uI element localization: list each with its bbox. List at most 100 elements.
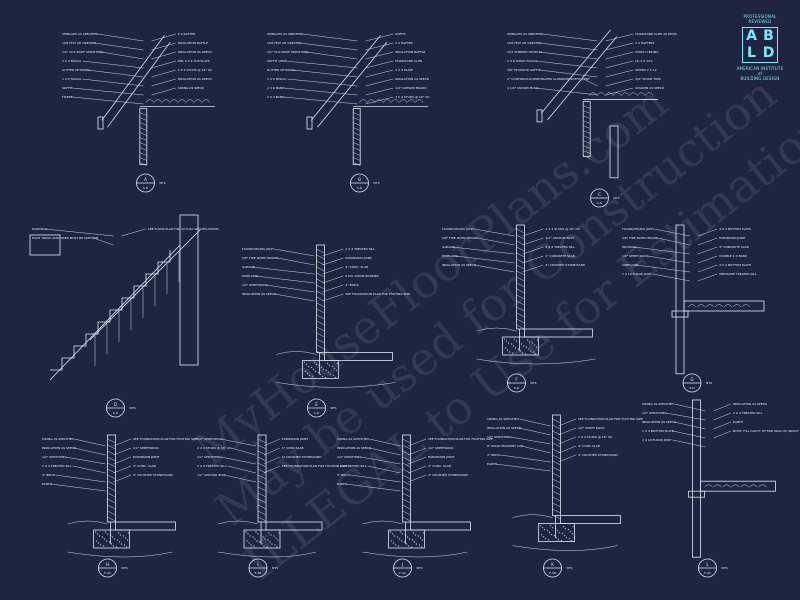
concrete-aggregate <box>97 542 100 544</box>
wall-hatch <box>257 474 267 480</box>
detail-label: 1 X 8 WOOD FASCIA <box>507 59 538 63</box>
insulation-bump <box>687 304 697 308</box>
leader-line <box>322 266 344 275</box>
leader-line <box>322 275 344 284</box>
detail-label: 3/4" WOOD TRIM <box>635 77 661 81</box>
leader-line <box>697 246 718 255</box>
wall-hatch <box>316 350 325 356</box>
concrete-aggregate <box>261 543 263 545</box>
leader-line <box>522 255 544 264</box>
detail-scale: NTS <box>417 566 423 570</box>
concrete-aggregate <box>403 541 406 543</box>
leader-line <box>455 255 515 264</box>
leader-line <box>605 69 634 78</box>
detail-label: INSULATION BAFFLE <box>395 50 425 54</box>
detail-tag-sheet: F-3A <box>399 571 407 575</box>
leader-line <box>672 430 706 439</box>
column <box>609 125 619 179</box>
insulation-bump <box>713 484 722 488</box>
insulation-bump <box>636 92 646 96</box>
concrete-aggregate <box>406 536 409 538</box>
footing <box>502 336 539 356</box>
detail-scale: NTS <box>531 381 537 385</box>
wall-hatch <box>516 234 525 240</box>
concrete-aggregate <box>563 534 566 537</box>
concrete-aggregate <box>262 536 264 538</box>
earth-line <box>362 520 468 558</box>
wall-hatch <box>139 127 147 131</box>
wall-hatch <box>316 284 325 290</box>
detail-label: EXPANSION JOINT <box>719 236 746 240</box>
detail-label: EARTH <box>733 420 743 424</box>
concrete-aggregate <box>564 527 567 530</box>
concrete-aggregate <box>390 540 393 542</box>
concrete-aggregate <box>389 531 392 533</box>
leader-line <box>605 33 634 42</box>
detail-label: INSULATION AS SPECD <box>178 50 213 54</box>
detail-tag-number: K <box>551 562 554 567</box>
leader-line <box>558 436 577 445</box>
detail-label: 1/2" SHEATHING <box>197 455 222 459</box>
concrete-aggregate <box>513 338 516 340</box>
rafter-line <box>107 41 171 128</box>
concrete-aggregate <box>532 351 535 353</box>
detail-label: 4" BRICK <box>487 453 501 457</box>
detail-label: 5/8" FIRE RATED BOARD <box>242 256 279 260</box>
detail-label: 4" BRICK <box>337 473 351 477</box>
detail-tag-sheet: S-D <box>314 411 320 415</box>
concrete-aggregate <box>504 347 507 349</box>
leader-line <box>583 78 598 87</box>
leader-line <box>647 255 691 264</box>
wall-hatch <box>353 112 361 116</box>
concrete-aggregate <box>120 543 123 545</box>
insulation-bump <box>201 99 211 103</box>
wall-hatch <box>552 430 561 436</box>
detail-label: 1/2" SHEATHING <box>487 435 512 439</box>
leader-line <box>151 51 176 60</box>
detail-label: INSULATION AS SPECD <box>242 292 277 296</box>
concrete-aggregate <box>274 544 276 546</box>
leader-line <box>322 293 344 302</box>
leader-line <box>365 78 394 87</box>
wall-hatch <box>139 162 147 166</box>
leader-line <box>605 87 634 96</box>
concrete-aggregate <box>397 545 400 547</box>
concrete-aggregate <box>101 536 104 538</box>
concrete-aggregate <box>273 535 275 537</box>
concrete-aggregate <box>314 370 317 373</box>
detail-label: 4" CRUSHED STONE/SAND <box>133 473 173 477</box>
wall-hatch <box>107 510 116 516</box>
concrete-aggregate <box>245 531 247 533</box>
wall-hatch <box>516 264 525 270</box>
wall-hatch <box>353 137 361 141</box>
leader-line <box>292 69 358 78</box>
fascia <box>536 109 543 123</box>
wall-section <box>139 108 148 165</box>
rafter-line <box>540 29 611 114</box>
wall-hatch <box>353 142 361 146</box>
wall-hatch <box>583 105 591 109</box>
wall-hatch <box>353 132 361 136</box>
leader-line <box>535 87 598 96</box>
concrete-aggregate <box>519 350 522 352</box>
concrete-aggregate <box>391 533 394 535</box>
leader-line <box>519 427 551 436</box>
wall-hatch <box>316 302 325 308</box>
insulation-bump <box>740 484 749 488</box>
leader-line <box>408 447 427 456</box>
wall-hatch <box>139 132 147 136</box>
concrete-aggregate <box>256 540 258 542</box>
leader-line <box>522 237 544 246</box>
concrete-aggregate <box>533 344 536 346</box>
leader-line <box>55 474 106 483</box>
wall-hatch <box>583 110 591 114</box>
detail-label: 2 X RAFTER <box>395 41 412 45</box>
wall-hatch <box>552 490 561 496</box>
wall-hatch <box>107 462 116 468</box>
detail-label: 2 X 4 BOTTOM PLATE <box>719 227 751 231</box>
detail-label: 2 X 4 TREATED SILL <box>42 464 72 468</box>
leader-line <box>605 51 634 60</box>
leader-line <box>299 42 358 51</box>
concrete-aggregate <box>505 340 508 342</box>
